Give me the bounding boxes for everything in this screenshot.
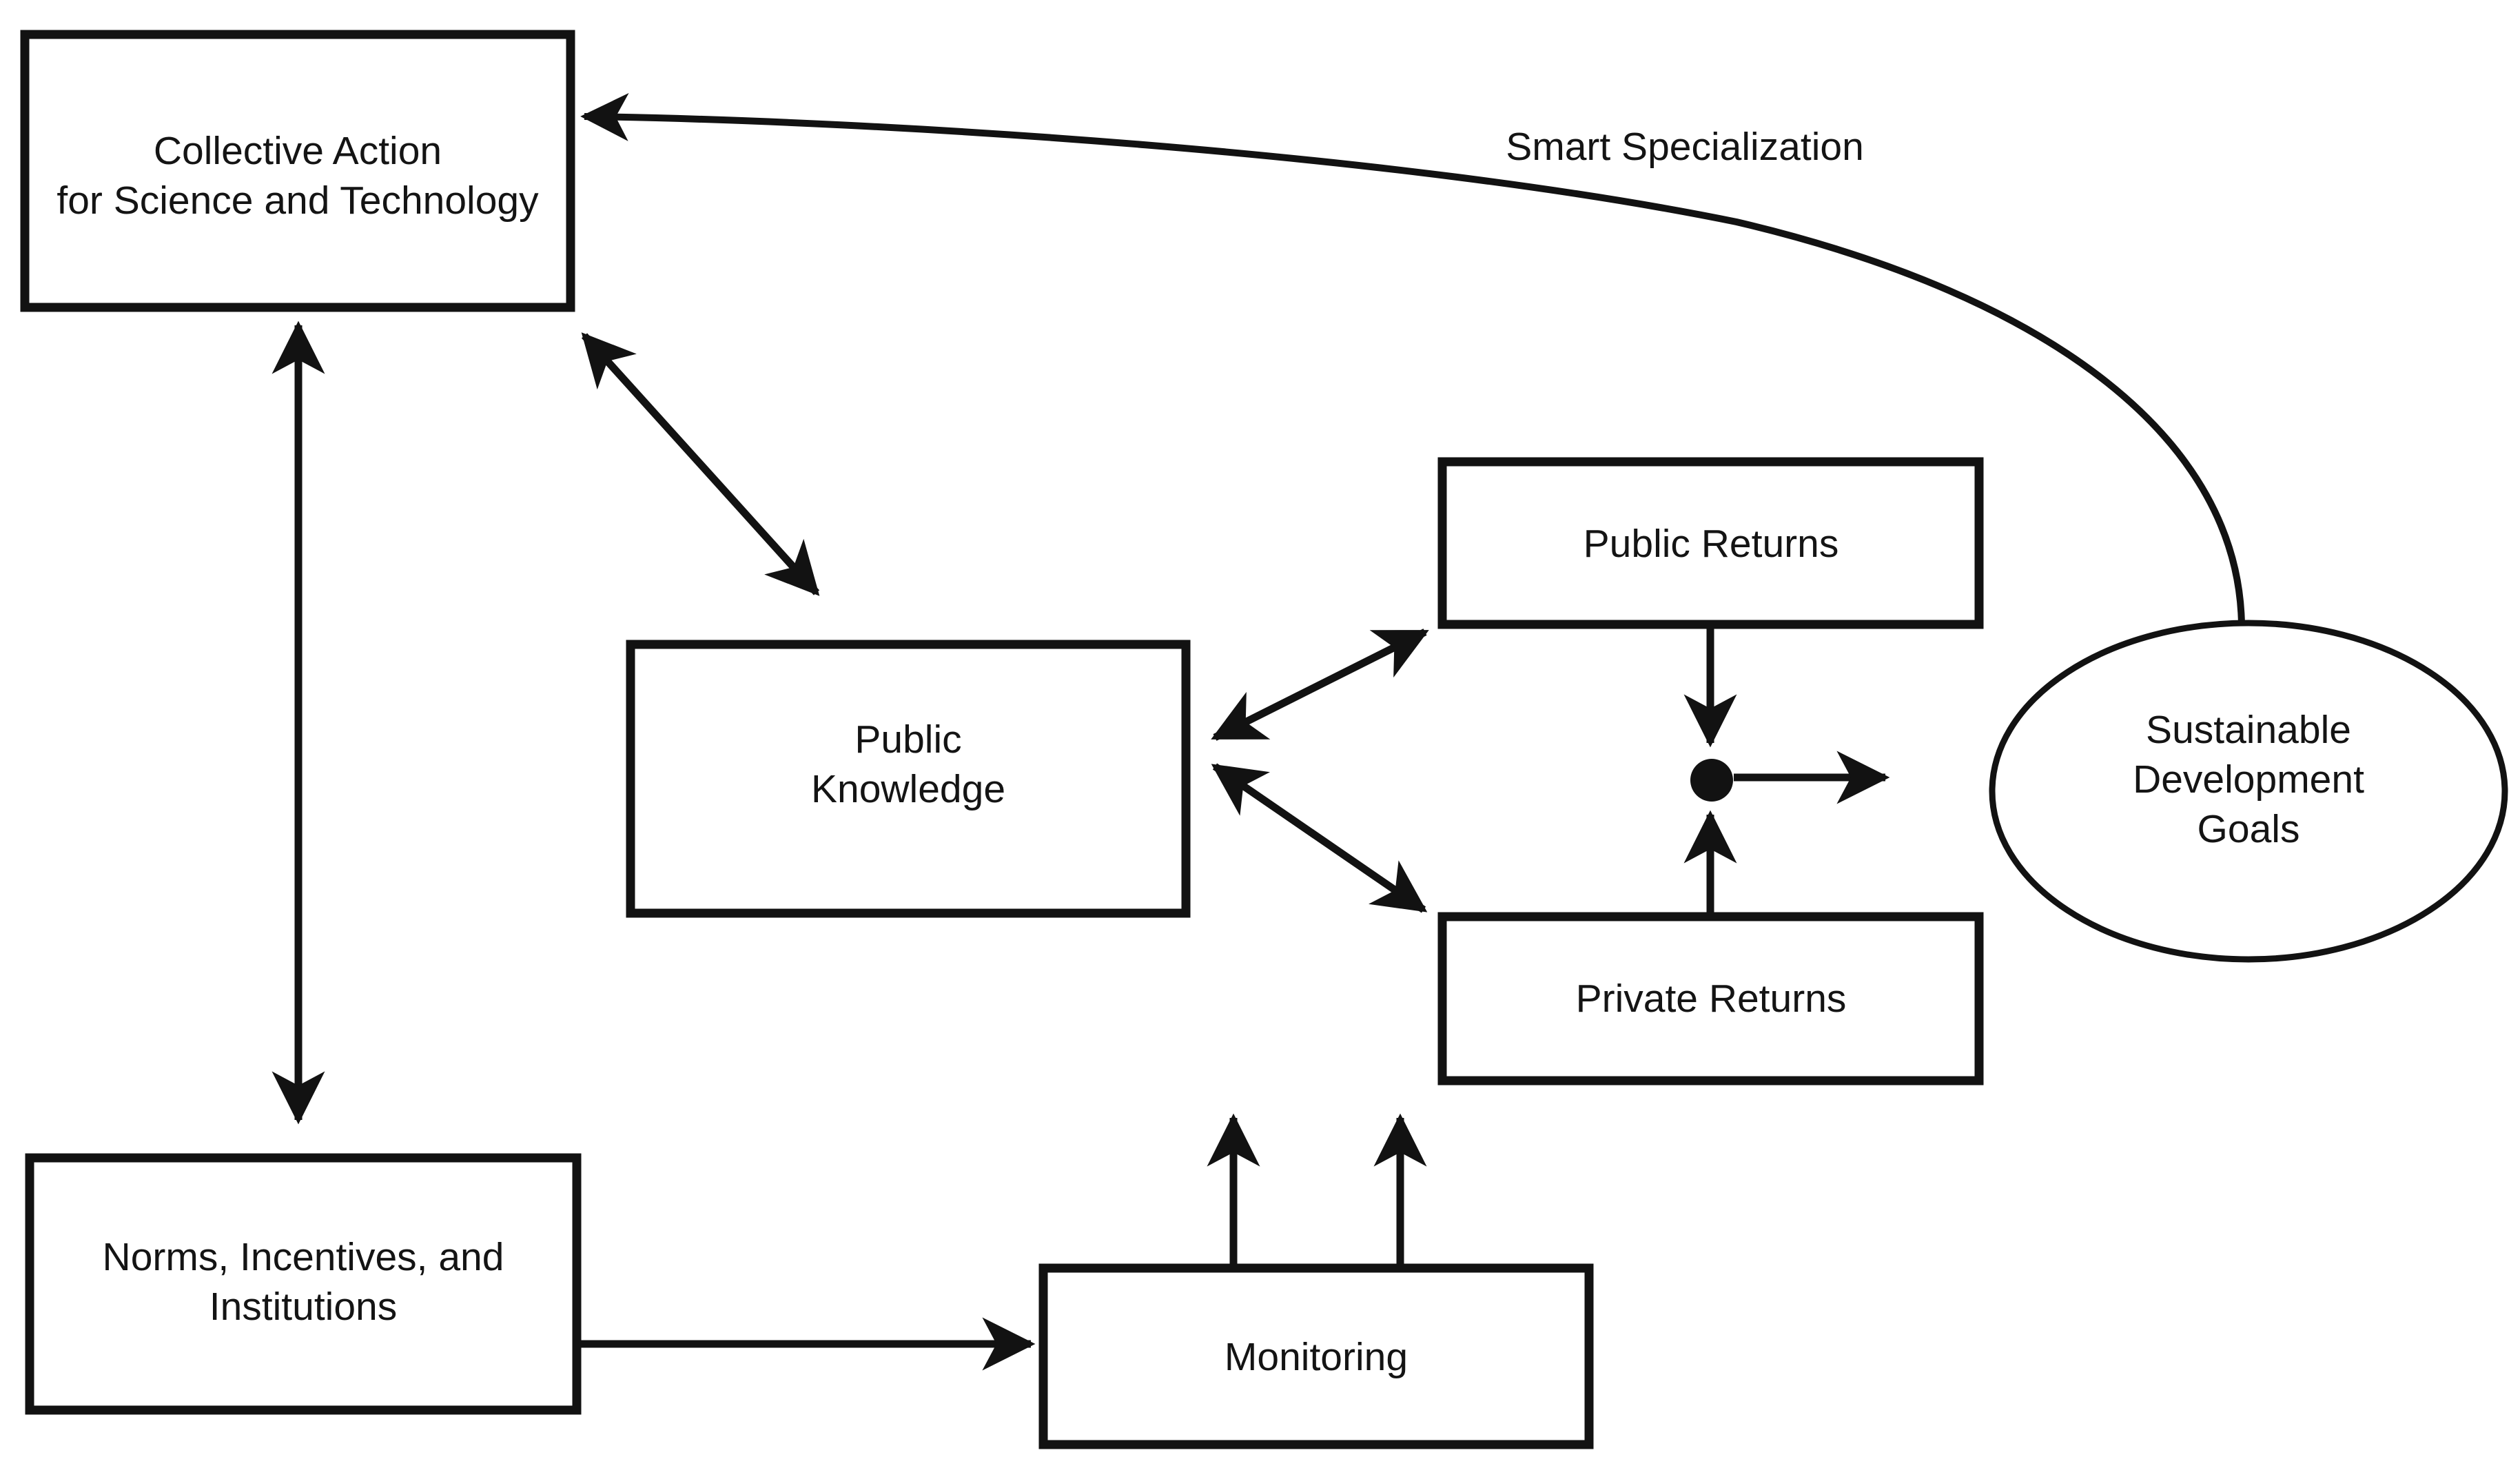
edge-public-knowledge-private-returns — [1211, 763, 1428, 913]
private-returns-box — [1437, 912, 1984, 1085]
monitoring-box — [1038, 1263, 1594, 1449]
edges — [272, 92, 2245, 1371]
edge-collective-action-public-knowledge — [581, 332, 820, 596]
norms-label-line1: Norms, Incentives, and — [103, 1235, 504, 1279]
edge-sdg-collective-action-curve — [580, 92, 2245, 626]
public-returns-box — [1437, 457, 1984, 629]
sdg-label-line1: Sustainable — [2146, 708, 2351, 752]
norms-box — [25, 1153, 582, 1415]
node-norms: Norms, Incentives, and Institutions — [25, 1153, 582, 1415]
sdg-ellipse — [1989, 620, 2508, 963]
node-private-returns: Private Returns — [1437, 912, 1984, 1085]
node-public-returns: Public Returns — [1437, 457, 1984, 629]
node-sdg: Sustainable Development Goals — [1989, 620, 2508, 963]
collective-action-label-line1: Collective Action — [154, 129, 442, 173]
junction-dot — [1690, 759, 1733, 802]
public-knowledge-label-line2: Knowledge — [811, 767, 1005, 811]
public-knowledge-box — [626, 640, 1191, 918]
collective-action-box — [20, 30, 575, 312]
node-monitoring: Monitoring — [1038, 1263, 1594, 1449]
smart-specialization-label: Smart Specialization — [1506, 125, 1864, 169]
norms-label-line2: Institutions — [209, 1285, 397, 1329]
monitoring-label: Monitoring — [1225, 1335, 1408, 1379]
node-collective-action: Collective Action for Science and Techno… — [20, 30, 575, 312]
edge-public-knowledge-public-returns — [1211, 629, 1429, 741]
sdg-label-line2: Development — [2133, 757, 2364, 802]
public-knowledge-label-line1: Public — [854, 717, 961, 762]
public-returns-label: Public Returns — [1584, 522, 1839, 566]
node-public-knowledge: Public Knowledge — [626, 640, 1191, 918]
sdg-label-line3: Goals — [2198, 807, 2300, 851]
private-returns-label: Private Returns — [1576, 977, 1847, 1021]
collective-action-label-line2: for Science and Technology — [57, 179, 539, 223]
